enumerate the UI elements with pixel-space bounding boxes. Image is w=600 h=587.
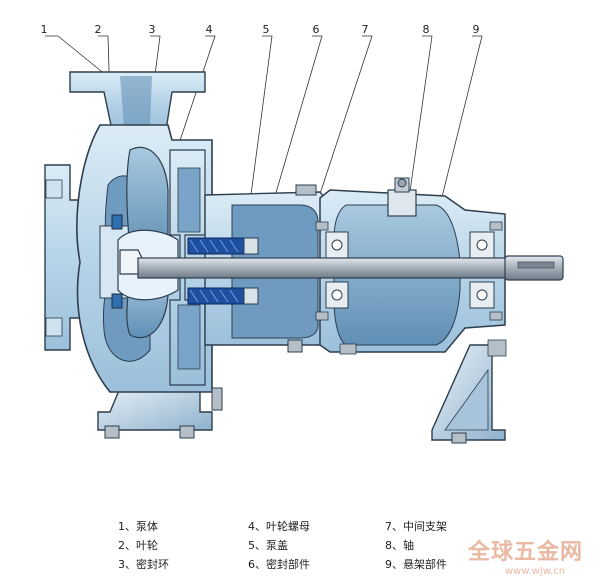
callout-6: 6 xyxy=(313,23,320,36)
seal-ring-bottom xyxy=(111,293,123,309)
legend-item-9: 9、悬架部件 xyxy=(385,558,447,571)
legend-item-6: 6、密封部件 xyxy=(248,558,310,571)
callout-5: 5 xyxy=(263,23,270,36)
legend-item-8: 8、轴 xyxy=(385,539,414,552)
legend-item-5: 5、泵盖 xyxy=(248,539,288,552)
callout-2: 2 xyxy=(95,23,102,36)
leader-lines xyxy=(45,35,483,263)
callout-8: 8 xyxy=(423,23,430,36)
shaft xyxy=(137,255,564,281)
pump-casing-foot xyxy=(97,387,213,431)
legend-item-2: 2、叶轮 xyxy=(118,539,158,552)
bearing-rear xyxy=(469,231,495,309)
seal-component xyxy=(187,237,259,305)
legend-item-7: 7、中间支架 xyxy=(385,520,447,533)
callout-7: 7 xyxy=(362,23,369,36)
callout-9: 9 xyxy=(473,23,480,36)
seal-ring-top xyxy=(111,214,123,230)
bearing-front xyxy=(325,231,349,309)
legend-item-3: 3、密封环 xyxy=(118,558,169,571)
housing-bolts xyxy=(315,221,507,357)
callout-3: 3 xyxy=(149,23,156,36)
watermark-brand: 全球五金网 xyxy=(468,540,584,565)
oil-cup xyxy=(387,177,417,217)
legend-item-1: 1、泵体 xyxy=(118,520,158,533)
callout-numbers: 1 2 3 4 5 6 7 8 9 xyxy=(41,23,480,36)
watermark-url: www.wjw.cn xyxy=(505,566,566,577)
callout-1: 1 xyxy=(41,23,48,36)
legend-item-4: 4、叶轮螺母 xyxy=(248,520,310,533)
callout-4: 4 xyxy=(206,23,213,36)
